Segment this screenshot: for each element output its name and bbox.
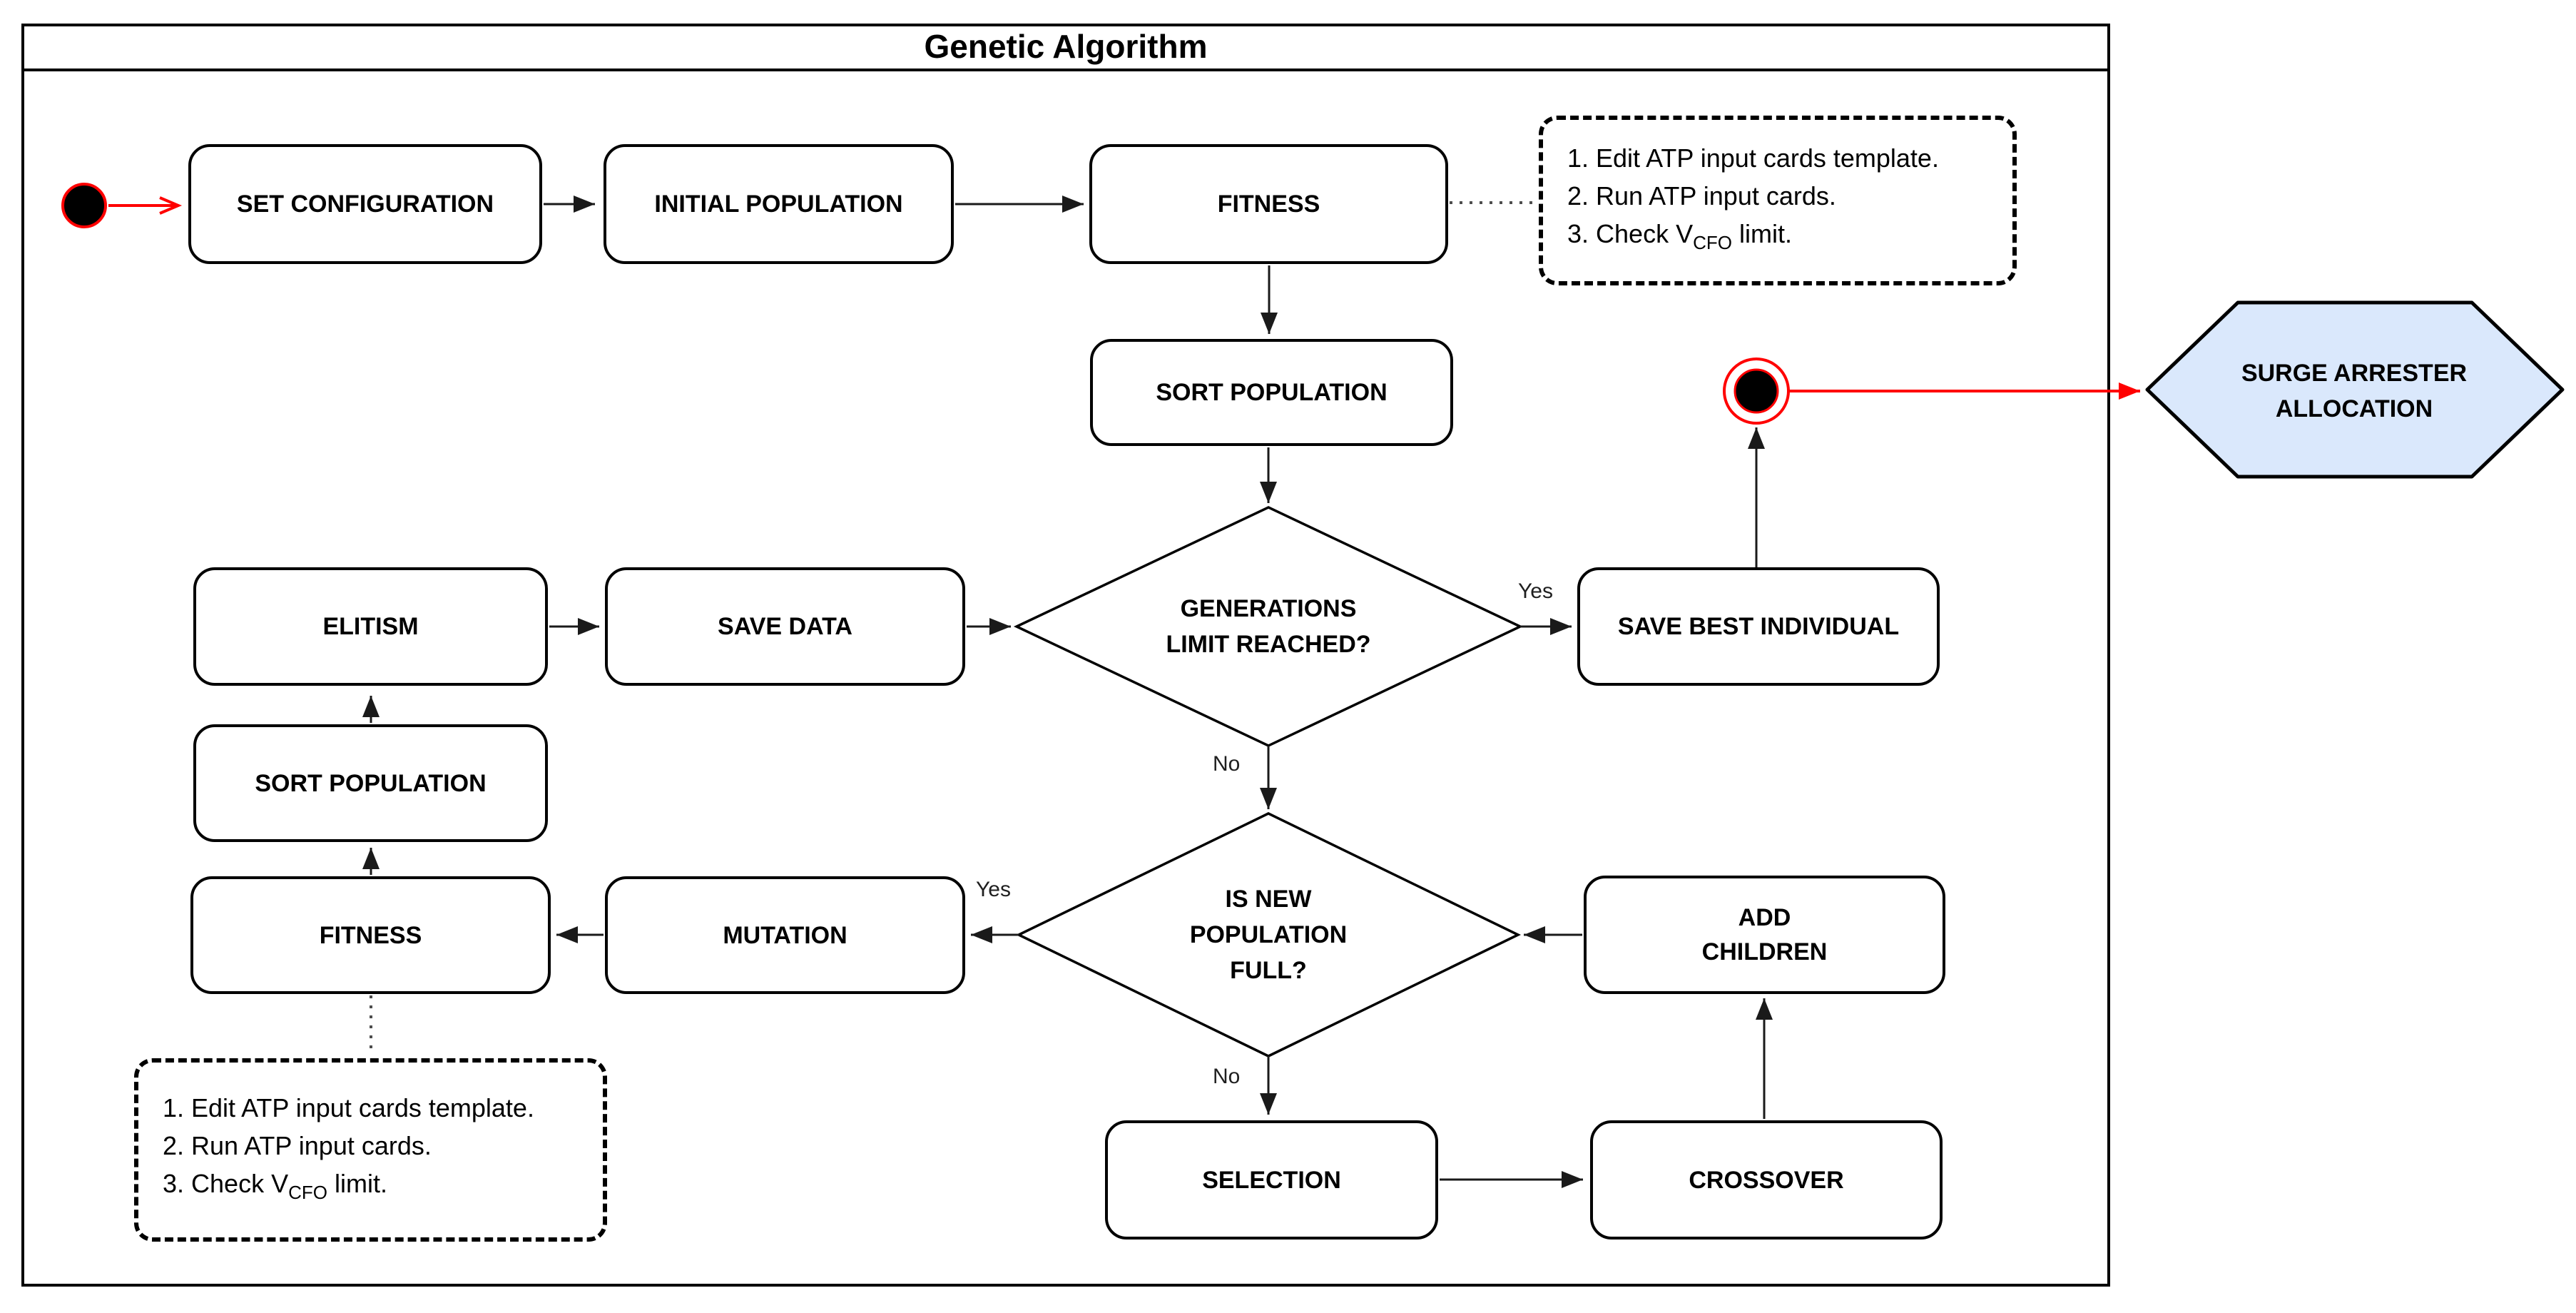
node-add-children: ADD CHILDREN xyxy=(1584,876,1945,994)
population-full-line3: FULL? xyxy=(1230,957,1307,984)
start-node-icon xyxy=(61,183,107,228)
node-fitness-top: FITNESS xyxy=(1089,144,1448,264)
generations-limit-line2: LIMIT REACHED? xyxy=(1166,631,1371,658)
note-atp-steps-bottom: 1. Edit ATP input cards template. 2. Run… xyxy=(134,1058,607,1242)
node-selection: SELECTION xyxy=(1105,1120,1438,1240)
note-bottom-line3: 3. Check VCFO limit. xyxy=(163,1168,387,1203)
edge-label-yes-generations: Yes xyxy=(1518,579,1553,603)
note-top-line3: 3. Check VCFO limit. xyxy=(1567,219,1792,253)
node-save-best-individual: SAVE BEST INDIVIDUAL xyxy=(1577,567,1940,686)
note-bottom-line1: 1. Edit ATP input cards template. xyxy=(163,1093,534,1122)
terminator-line2: ALLOCATION xyxy=(2275,395,2433,422)
node-save-data: SAVE DATA xyxy=(605,567,965,686)
edge-label-no-generations: No xyxy=(1213,752,1241,776)
node-crossover: CROSSOVER xyxy=(1590,1120,1943,1240)
node-initial-population: INITIAL POPULATION xyxy=(604,144,954,264)
decision-new-population-full-label: IS NEW POPULATION FULL? xyxy=(1119,874,1418,995)
node-elitism: ELITISM xyxy=(193,567,548,686)
node-set-configuration: SET CONFIGURATION xyxy=(188,144,542,264)
note-bottom-line2: 2. Run ATP input cards. xyxy=(163,1130,432,1160)
diagram-title: Genetic Algorithm xyxy=(21,24,2110,71)
note-top-line1: 1. Edit ATP input cards template. xyxy=(1567,143,1939,173)
generations-limit-line1: GENERATIONS xyxy=(1180,595,1357,622)
vcfo-subscript-bottom: CFO xyxy=(288,1181,327,1203)
vcfo-subscript: CFO xyxy=(1693,232,1732,253)
node-mutation: MUTATION xyxy=(605,876,965,994)
terminator-line1: SURGE ARRESTER xyxy=(2241,359,2468,387)
terminator-surge-arrester-shape xyxy=(2145,300,2565,479)
add-children-line1: ADD xyxy=(1738,904,1791,931)
edge-label-no-population: No xyxy=(1213,1065,1241,1088)
edge-label-yes-population: Yes xyxy=(976,878,1011,901)
decision-generations-limit-label: GENERATIONS LIMIT REACHED? xyxy=(1090,577,1447,676)
node-sort-population-top: SORT POPULATION xyxy=(1090,339,1453,446)
add-children-line2: CHILDREN xyxy=(1701,938,1828,965)
node-fitness-left: FITNESS xyxy=(190,876,551,994)
population-full-line2: POPULATION xyxy=(1189,921,1348,948)
terminator-surge-arrester-label: SURGE ARRESTER ALLOCATION xyxy=(2183,335,2525,446)
node-sort-population-left: SORT POPULATION xyxy=(193,724,548,842)
note-atp-steps-top: 1. Edit ATP input cards template. 2. Run… xyxy=(1539,116,2017,285)
note-top-line2: 2. Run ATP input cards. xyxy=(1567,181,1836,211)
population-full-line1: IS NEW xyxy=(1225,886,1312,913)
end-node-icon xyxy=(1734,368,1779,414)
